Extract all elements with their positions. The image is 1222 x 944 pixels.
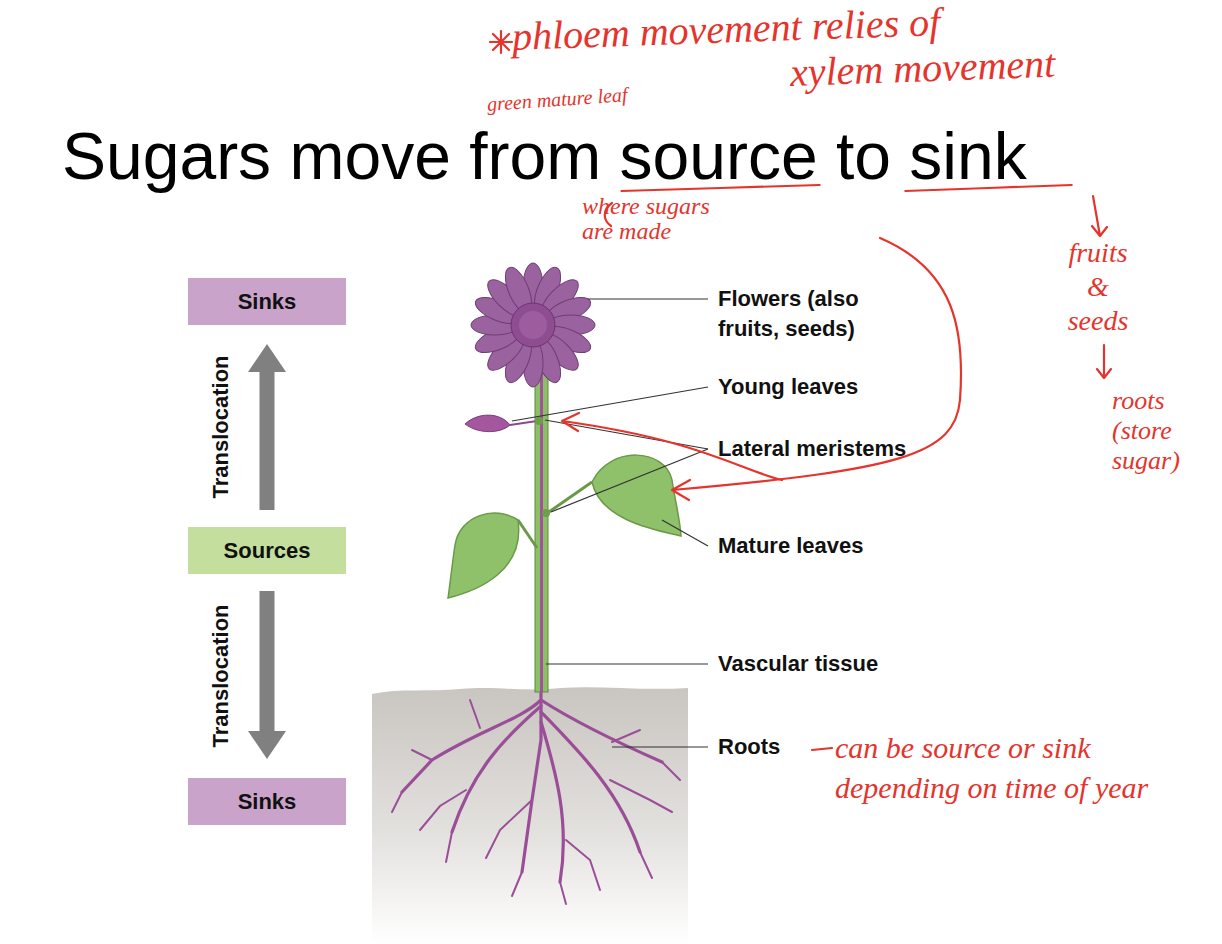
ink-arrow: [1092, 196, 1107, 236]
flower-part: [519, 311, 547, 339]
flower-part: [511, 303, 555, 347]
translocation-arrow: [260, 591, 275, 732]
part-label: Mature leaves: [718, 533, 864, 559]
leader-lines-part: [512, 387, 708, 421]
leader-lines-part: [588, 298, 708, 299]
slide-title: Sugars move from source to sink: [62, 118, 1027, 194]
box-label: Sinks: [238, 289, 297, 315]
box-label: Sinks: [238, 789, 297, 815]
roots-part: [392, 792, 402, 812]
roots-part: [560, 882, 566, 904]
meristem-bud: [535, 417, 543, 425]
leader-lines-part: [662, 520, 708, 546]
handwritten-note: fruits & seeds: [1060, 236, 1136, 338]
roots-part: [470, 700, 480, 728]
meristem-bud: [542, 509, 550, 517]
translocation-arrow: [260, 371, 275, 510]
roots-part: [452, 706, 541, 832]
part-label: Roots: [718, 734, 780, 760]
roots-part: [612, 730, 640, 742]
roots-part: [486, 800, 532, 858]
soil: [372, 687, 688, 944]
leader-lines-part: [612, 746, 708, 747]
leader-lines-part: [545, 420, 708, 449]
roots-part: [446, 832, 452, 862]
roots-part: [402, 700, 541, 792]
roots-part: [541, 722, 563, 882]
part-label: Lateral meristems: [718, 436, 906, 462]
part-label: Vascular tissue: [718, 651, 878, 677]
handwritten-note: green mature leaf: [486, 82, 628, 116]
mature-leaf: [448, 513, 519, 598]
roots: [392, 690, 680, 904]
vascular-strand: [540, 348, 543, 692]
ink-arrow: [1097, 345, 1111, 378]
roots-part: [522, 690, 541, 872]
roots-part: [640, 852, 652, 878]
handwritten-note: can be source or sink depending on time …: [835, 728, 1195, 808]
roots-part: [512, 872, 522, 896]
roots-part: [420, 790, 466, 830]
ink-arrow: [672, 238, 961, 500]
petiole: [518, 520, 537, 548]
plant-part-box: Sinks: [188, 778, 346, 825]
part-label: Young leaves: [718, 374, 858, 400]
leader-lines: [512, 299, 708, 747]
leader-lines-part: [551, 449, 708, 512]
roots-part: [412, 750, 432, 760]
plant-part-box: Sources: [188, 527, 346, 574]
roots-part: [610, 780, 672, 812]
star-mark: [490, 31, 512, 53]
handwritten-note: roots (store sugar): [1112, 386, 1222, 476]
petiole: [510, 421, 537, 425]
part-label: Flowers (also fruits, seeds): [718, 284, 893, 344]
plant-part-box: Sinks: [188, 278, 346, 325]
ink-dash: [812, 748, 832, 750]
leader-lines-part: [546, 663, 708, 664]
roots-part: [566, 840, 600, 890]
handwritten-note: xylem movement: [789, 41, 1056, 96]
flower: [471, 263, 595, 387]
roots-part: [662, 762, 680, 780]
young-leaf: [465, 415, 510, 432]
box-label: Sources: [224, 538, 311, 564]
handwritten-note: where sugars are made: [582, 194, 732, 244]
edge-label: Translocation: [208, 604, 234, 747]
edge-label: Translocation: [208, 355, 234, 498]
